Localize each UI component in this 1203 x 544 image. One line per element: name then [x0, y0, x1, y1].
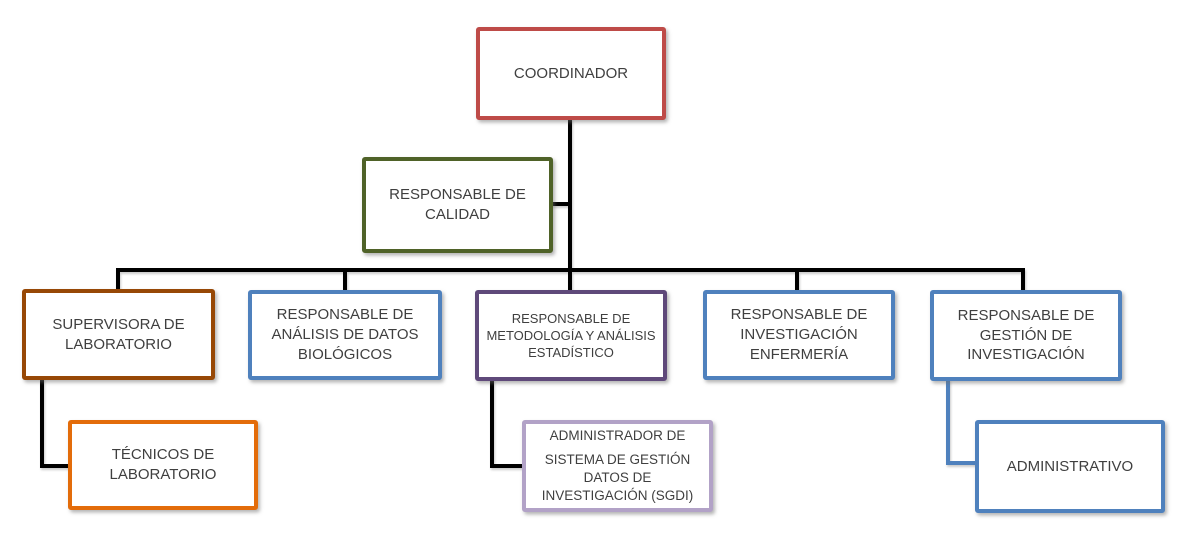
node-metodologia-analisis-estadistico: RESPONSABLE DE METODOLOGÍA Y ANÁLISIS ES…: [475, 290, 667, 381]
node-analisis-datos-biologicos-label: RESPONSABLE DE ANÁLISIS DE DATOS BIOLÓGI…: [271, 306, 419, 363]
connector-gestion-administrativo: [946, 379, 977, 465]
node-administrativo: ADMINISTRATIVO: [975, 420, 1165, 513]
node-responsable-calidad: RESPONSABLE DE CALIDAD: [362, 157, 553, 253]
node-administrativo-label: ADMINISTRATIVO: [1006, 457, 1134, 475]
node-gestion-investigacion-label: RESPONSABLE DE GESTIÓN DE INVESTIGACIÓN: [957, 306, 1095, 364]
node-administrador-sgdi-label-line1: ADMINISTRADOR DE: [549, 428, 686, 444]
node-supervisora-laboratorio: SUPERVISORA DE LABORATORIO: [22, 289, 215, 380]
node-coordinador: COORDINADOR: [476, 27, 666, 120]
node-investigacion-enfermeria-label: RESPONSABLE DE INVESTIGACIÓN ENFERMERÍA: [730, 306, 868, 363]
connector-supervisora-tecnicos: [40, 378, 70, 468]
connector-metodologia-sgdi: [490, 379, 524, 468]
node-coordinador-label: COORDINADOR: [513, 64, 629, 82]
node-metodologia-analisis-estadistico-label: RESPONSABLE DE METODOLOGÍA Y ANÁLISIS ES…: [486, 310, 656, 361]
node-responsable-calidad-label: RESPONSABLE DE CALIDAD: [389, 186, 526, 223]
node-administrador-sgdi: ADMINISTRADOR DE SISTEMA DE GESTIÓN DATO…: [522, 420, 713, 512]
node-tecnicos-laboratorio-label: TÉCNICOS DE LABORATORIO: [109, 446, 217, 483]
node-gestion-investigacion: RESPONSABLE DE GESTIÓN DE INVESTIGACIÓN: [930, 290, 1122, 381]
node-supervisora-laboratorio-label: SUPERVISORA DE LABORATORIO: [52, 315, 185, 353]
node-administrador-sgdi-label-line2: SISTEMA DE GESTIÓN DATOS DE INVESTIGACIÓ…: [541, 452, 694, 503]
node-investigacion-enfermeria: RESPONSABLE DE INVESTIGACIÓN ENFERMERÍA: [703, 290, 895, 380]
node-tecnicos-laboratorio: TÉCNICOS DE LABORATORIO: [68, 420, 258, 510]
node-analisis-datos-biologicos: RESPONSABLE DE ANÁLISIS DE DATOS BIOLÓGI…: [248, 290, 442, 380]
